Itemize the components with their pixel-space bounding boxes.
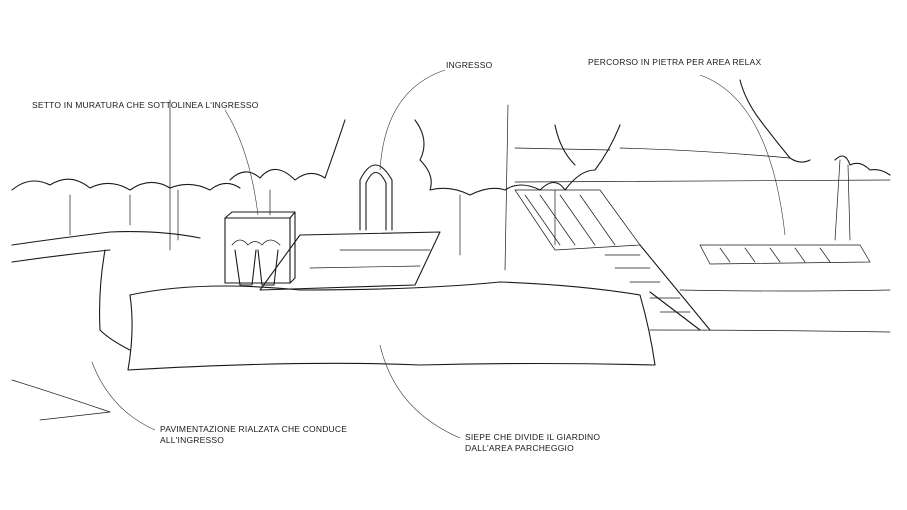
background-hedge-lines xyxy=(11,147,891,263)
masonry-wall xyxy=(224,211,296,286)
raised-paving xyxy=(259,231,441,291)
label-pavimentazione-line2: ALL'INGRESSO xyxy=(160,435,225,445)
label-siepe-line2: DALL'AREA PARCHEGGIO xyxy=(465,443,574,453)
label-setto: SETTO IN MURATURA CHE SOTTOLINEA L'INGRE… xyxy=(32,100,259,110)
tree-row-right xyxy=(414,79,891,271)
entrance-arch xyxy=(359,164,393,231)
label-ingresso: INGRESSO xyxy=(446,60,493,70)
stone-path xyxy=(514,189,871,331)
label-pavimentazione-line1: PAVIMENTAZIONE RIALZATA CHE CONDUCE xyxy=(160,424,348,434)
label-siepe-line1: SIEPE CHE DIVIDE IL GIARDINO xyxy=(465,432,601,442)
front-hedge xyxy=(11,249,891,421)
leader-lines xyxy=(91,69,786,439)
tree-row-left xyxy=(11,99,346,251)
label-percorso: PERCORSO IN PIETRA PER AREA RELAX xyxy=(588,57,762,67)
